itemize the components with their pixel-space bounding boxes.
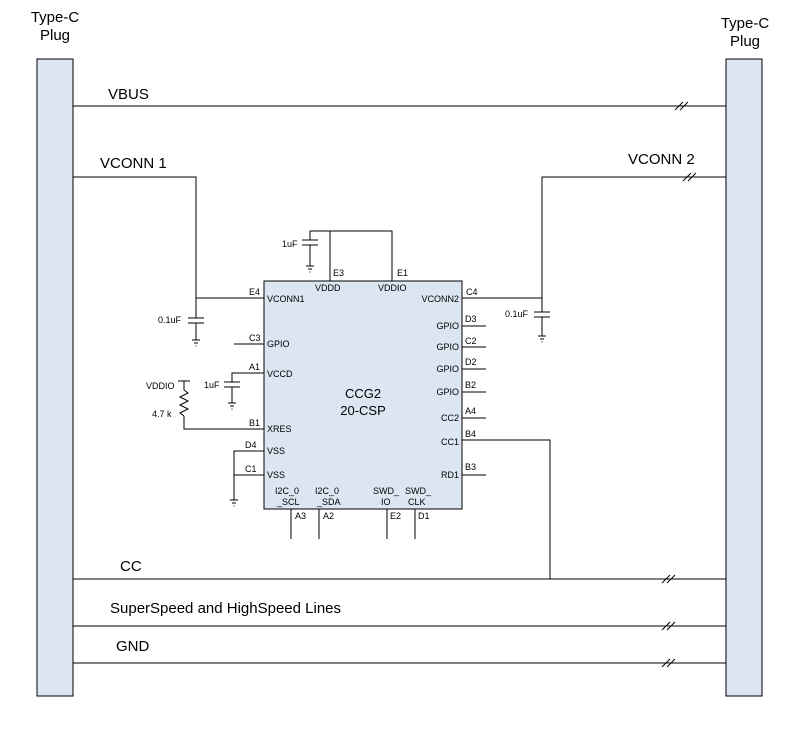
pin-e4: E4: [249, 287, 260, 297]
pin-label-swd-clk-2: CLK: [408, 497, 426, 507]
cc1-to-cc-line: [462, 439, 551, 579]
left-plug-label-line1: Type-C: [31, 9, 80, 26]
left-plug-label-line2: Plug: [40, 27, 70, 44]
pin-e3: E3: [333, 268, 344, 278]
right-plug-label-line1: Type-C: [721, 15, 770, 32]
pin-a3: A3: [295, 511, 306, 521]
pin-label-swd-io-1: SWD_: [373, 486, 400, 496]
pin-label-vss-c1: VSS: [267, 470, 285, 480]
pin-label-vconn1: VCONN1: [267, 294, 305, 304]
pin-label-i2c-scl-1: I2C_0: [275, 486, 299, 496]
cap-01uf-left-label: 0.1uF: [158, 315, 182, 325]
vconn2-break-mark: [682, 172, 697, 182]
pin-label-i2c-sda-2: _SDA: [316, 497, 341, 507]
pullup-resistor: [178, 389, 190, 417]
pin-label-vddio: VDDIO: [378, 283, 407, 293]
gnd-break-mark: [661, 658, 676, 668]
pin-label-vss-d4: VSS: [267, 446, 285, 456]
pin-a1: A1: [249, 362, 260, 372]
pin-label-gpio-d3: GPIO: [436, 321, 459, 331]
ground-symbol: [306, 265, 314, 273]
pin-label-xres: XRES: [267, 424, 292, 434]
pin-a2: A2: [323, 511, 334, 521]
pin-c2: C2: [465, 336, 477, 346]
pin-label-gpio-c2: GPIO: [436, 342, 459, 352]
pin-b1: B1: [249, 418, 260, 428]
right-plug-bar: [725, 58, 763, 697]
gnd-label: GND: [116, 638, 150, 655]
chip-package: 20-CSP: [340, 403, 386, 418]
pin-d2: D2: [465, 357, 477, 367]
cap-1uf-top-label: 1uF: [282, 239, 298, 249]
pin-label-gpio-d2: GPIO: [436, 364, 459, 374]
pin-a4: A4: [465, 406, 476, 416]
pin-b2: B2: [465, 380, 476, 390]
pin-label-i2c-scl-2: _SCL: [276, 497, 300, 507]
cc-break-mark: [661, 574, 676, 584]
ss-hs-label: SuperSpeed and HighSpeed Lines: [110, 600, 341, 617]
vbus-label: VBUS: [108, 86, 149, 103]
ss-hs-break-mark: [661, 621, 676, 631]
vconn1-label: VCONN 1: [100, 155, 167, 172]
pin-d4: D4: [245, 440, 257, 450]
right-plug-label-line2: Plug: [730, 33, 760, 50]
pin-label-swd-io-2: IO: [381, 497, 391, 507]
pin-c3: C3: [249, 333, 261, 343]
vddio-supply-label: VDDIO: [146, 381, 175, 391]
pin-c1: C1: [245, 464, 257, 474]
ccg2-chip: [263, 280, 463, 510]
vconn2-label: VCONN 2: [628, 151, 695, 168]
pin-b3: B3: [465, 462, 476, 472]
left-plug-bar: [36, 58, 74, 697]
pin-d1: D1: [418, 511, 430, 521]
ground-symbol: [228, 402, 236, 410]
resistor-label: 4.7 k: [152, 409, 172, 419]
pin-label-vccd: VCCD: [267, 369, 293, 379]
cap-1uf-top-wire: [309, 230, 330, 240]
cc-label: CC: [120, 558, 142, 575]
cap-01uf-right-label: 0.1uF: [505, 309, 529, 319]
cap-1uf-vccd-label: 1uF: [204, 380, 220, 390]
ground-symbol: [192, 339, 200, 347]
pin-label-gpio-b2: GPIO: [436, 387, 459, 397]
ground-symbol: [538, 335, 546, 343]
pin-d3: D3: [465, 314, 477, 324]
chip-name: CCG2: [345, 386, 381, 401]
pin-b4: B4: [465, 429, 476, 439]
pin-e2: E2: [390, 511, 401, 521]
vss-d4-wire: [233, 450, 264, 500]
pin-e1: E1: [397, 268, 408, 278]
pin-label-swd-clk-1: SWD_: [405, 486, 432, 496]
vddd-vddio-link: [329, 230, 393, 281]
vccd-wire: [231, 372, 264, 382]
pin-label-vddd: VDDD: [315, 283, 341, 293]
pin-label-gpio-c3: GPIO: [267, 339, 290, 349]
vconn1-line: [73, 176, 264, 299]
pin-label-cc2: CC2: [441, 413, 459, 423]
vbus-break-mark: [674, 101, 689, 111]
pin-label-i2c-sda-1: I2C_0: [315, 486, 339, 496]
vconn2-line: [462, 176, 726, 299]
xres-wire: [183, 416, 264, 430]
pin-label-cc1: CC1: [441, 437, 459, 447]
pin-c4: C4: [466, 287, 478, 297]
pin-label-vconn2: VCONN2: [421, 294, 459, 304]
pin-label-rd1: RD1: [441, 470, 459, 480]
ground-symbol: [230, 499, 238, 507]
